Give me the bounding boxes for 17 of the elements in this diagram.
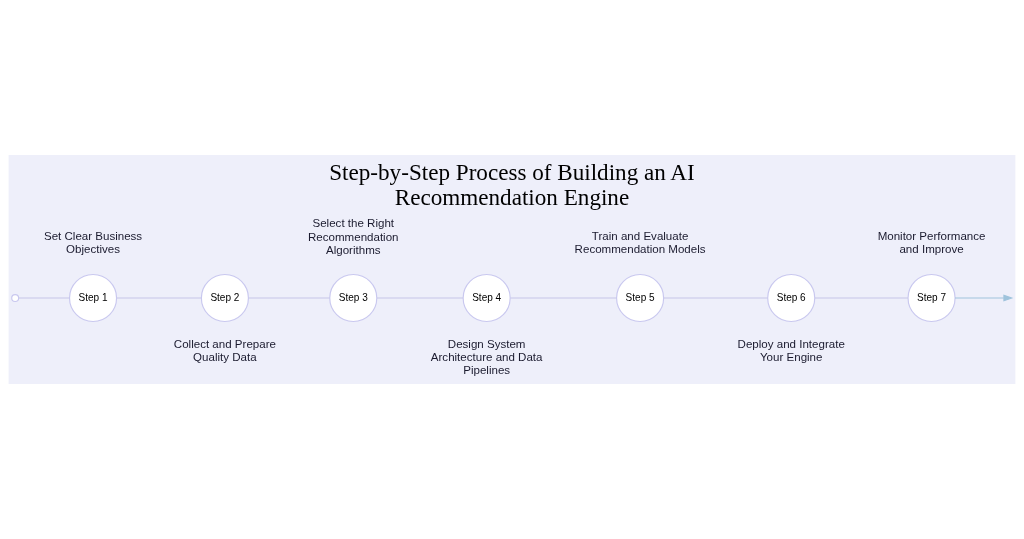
node-label: Set Clear Business Objectives	[43, 230, 143, 256]
node-label: Monitor Performance and Improve	[877, 230, 986, 256]
node-circle: Step 2	[200, 273, 249, 323]
node-circle: Step 7	[907, 273, 956, 323]
node-label: Design System Architecture and Data Pipelines	[430, 337, 543, 376]
node-circle: Step 6	[767, 273, 816, 323]
node-circle: Step 3	[329, 273, 378, 323]
arrow	[954, 294, 1014, 302]
node-label: Select the Right Recommendation Algorithms	[308, 217, 399, 256]
node-label: Collect and Prepare Quality Data	[173, 338, 276, 364]
node-circle: Step 1	[68, 273, 118, 323]
node-circle: Step 4	[462, 273, 511, 323]
node-circle	[11, 294, 20, 303]
node-label: Deploy and Integrate Your Engine	[737, 338, 845, 364]
node-circle: Step 5	[616, 273, 665, 323]
node-label: Train and Evaluate Recommendation Models	[574, 230, 706, 256]
diagram-title: Step-by-Step Process of Building an AI Recommendation Engine	[329, 158, 695, 211]
